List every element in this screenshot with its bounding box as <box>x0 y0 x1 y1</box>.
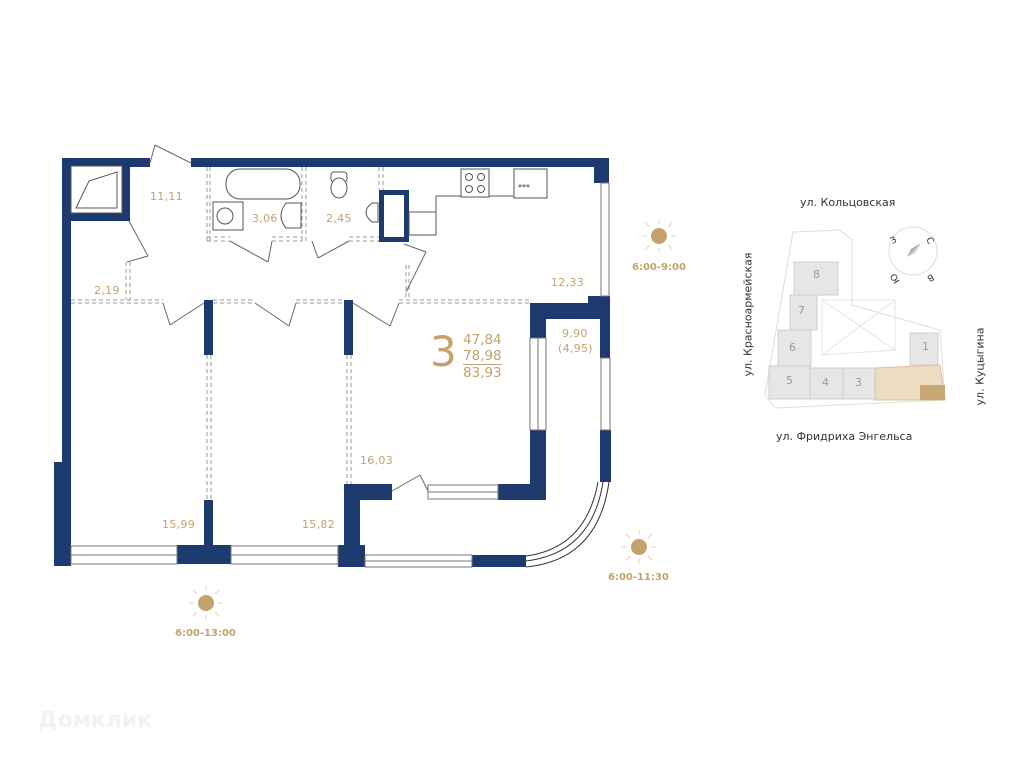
washbasin <box>280 202 302 229</box>
room-area-hall: 11,11 <box>150 190 183 203</box>
building-label-8: 8 <box>813 268 820 281</box>
building-label-7: 7 <box>798 304 805 317</box>
sun-icon-west <box>189 586 223 620</box>
sun-icon-east <box>642 219 676 253</box>
room-area-balcony: 9,90 <box>562 327 588 340</box>
cooktop <box>460 168 490 198</box>
room-area-corridor: 2,19 <box>94 284 120 297</box>
room-area-bathroom: 3,06 <box>252 212 278 225</box>
kitchen-column-inner <box>384 195 404 237</box>
building-7 <box>789 294 818 331</box>
doors <box>126 144 429 492</box>
building-label-5: 5 <box>786 374 793 387</box>
room-area-bedroom-1: 15,99 <box>162 518 195 531</box>
building-1 <box>909 332 939 366</box>
building-label-1: 1 <box>922 340 929 353</box>
partitions-dashed <box>71 167 530 500</box>
watermark-logo: Домклик <box>38 708 153 733</box>
room-area-living-room: 16,03 <box>360 454 393 467</box>
fixtures <box>212 168 548 236</box>
building-3 <box>842 367 876 400</box>
kitchen-sink <box>408 211 437 236</box>
street-south: ул. Фридриха Энгельса <box>776 430 913 443</box>
site-map <box>764 226 946 409</box>
building-label-4: 4 <box>822 376 829 389</box>
room-area-toilet: 2,45 <box>326 212 352 225</box>
sun-time-south: 6:00-11:30 <box>608 572 669 583</box>
total-area: 83,93 <box>463 364 502 381</box>
oven <box>513 168 548 199</box>
sun-time-west: 6:00-13:00 <box>175 628 236 639</box>
street-east: ул. Куцыгина <box>973 327 987 406</box>
room-area-balcony-reduced: (4,95) <box>558 342 593 355</box>
curved-window <box>525 481 610 568</box>
building-8 <box>793 261 839 296</box>
compass-icon <box>888 226 938 276</box>
walls <box>54 158 611 567</box>
sun-icon-south <box>622 530 656 564</box>
toilet-sink <box>365 202 379 223</box>
building-label-6: 6 <box>789 341 796 354</box>
room-area-kitchen: 12,33 <box>551 276 584 289</box>
street-north: ул. Кольцовская <box>800 196 896 209</box>
selected-unit <box>920 385 945 400</box>
bathtub <box>225 168 301 200</box>
living-area: 47,84 <box>463 332 502 348</box>
ventilation-shaft <box>70 165 123 214</box>
area-without-balcony: 78,98 <box>463 348 502 364</box>
sun-time-east: 6:00-9:00 <box>632 262 686 273</box>
toilet-bowl <box>330 177 348 199</box>
svg-text:***: *** <box>518 183 530 192</box>
street-west: ул. Красноармейская <box>741 252 755 377</box>
windows <box>70 182 611 568</box>
building-6 <box>777 329 812 367</box>
building-label-3: 3 <box>855 376 862 389</box>
room-area-bedroom-2: 15,82 <box>302 518 335 531</box>
rooms-count: 3 <box>430 327 457 376</box>
